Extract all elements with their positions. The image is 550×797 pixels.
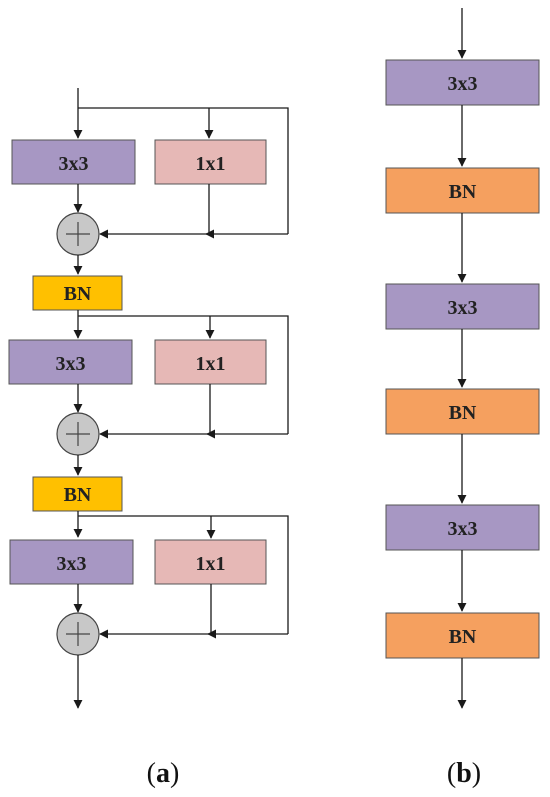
conv3x3-label: 3x3 — [56, 353, 86, 375]
conv3x3-box — [8, 339, 133, 385]
conv3x3-box — [385, 59, 540, 106]
skip-connection-top-line — [78, 515, 289, 634]
residual-block-1: 3x3 1x1 BN — [11, 88, 289, 311]
conv3x3-box — [385, 504, 540, 551]
conv3x3-label: 3x3 — [448, 73, 478, 95]
plus-circle-icon — [56, 212, 100, 256]
skip-connection-top-line — [78, 315, 289, 434]
caption-b: (b) — [447, 758, 481, 789]
conv3x3-label: 3x3 — [57, 553, 87, 575]
plus-circle-icon — [56, 412, 100, 456]
bn-box — [385, 167, 540, 214]
conv1x1-box — [154, 139, 267, 185]
bn-label: BN — [449, 626, 477, 648]
conv1x1-box — [154, 339, 267, 385]
conv3x3-box — [11, 139, 136, 185]
conv3x3-label: 3x3 — [448, 297, 478, 319]
residual-block-2: 3x3 1x1 BN — [8, 310, 289, 512]
conv1x1-to-adder-line — [99, 584, 212, 639]
bn-box — [32, 275, 123, 311]
plus-circle-icon — [56, 612, 100, 656]
conv1x1-label: 1x1 — [196, 153, 226, 175]
conv1x1-to-adder-line — [99, 384, 211, 439]
bn-box — [385, 612, 540, 659]
bn-label: BN — [449, 402, 477, 424]
skip-connection-top-line — [78, 107, 289, 234]
caption-a: (a) — [147, 758, 180, 789]
bn-label: BN — [64, 283, 92, 305]
panel-a: 3x3 1x1 BN 3x3 1x1 — [8, 88, 289, 789]
conv1x1-box — [154, 539, 267, 585]
residual-block-3: 3x3 1x1 — [9, 511, 289, 709]
conv1x1-label: 1x1 — [196, 353, 226, 375]
conv3x3-box — [9, 539, 134, 585]
bn-label: BN — [64, 484, 92, 506]
bn-label: BN — [449, 181, 477, 203]
panel-b: 3x3 BN 3x3 BN 3x3 BN (b) — [385, 8, 540, 789]
bn-box — [32, 476, 123, 512]
bn-box — [385, 388, 540, 435]
conv3x3-label: 3x3 — [59, 153, 89, 175]
conv1x1-to-adder-line — [99, 184, 210, 239]
conv1x1-label: 1x1 — [196, 553, 226, 575]
conv3x3-label: 3x3 — [448, 518, 478, 540]
